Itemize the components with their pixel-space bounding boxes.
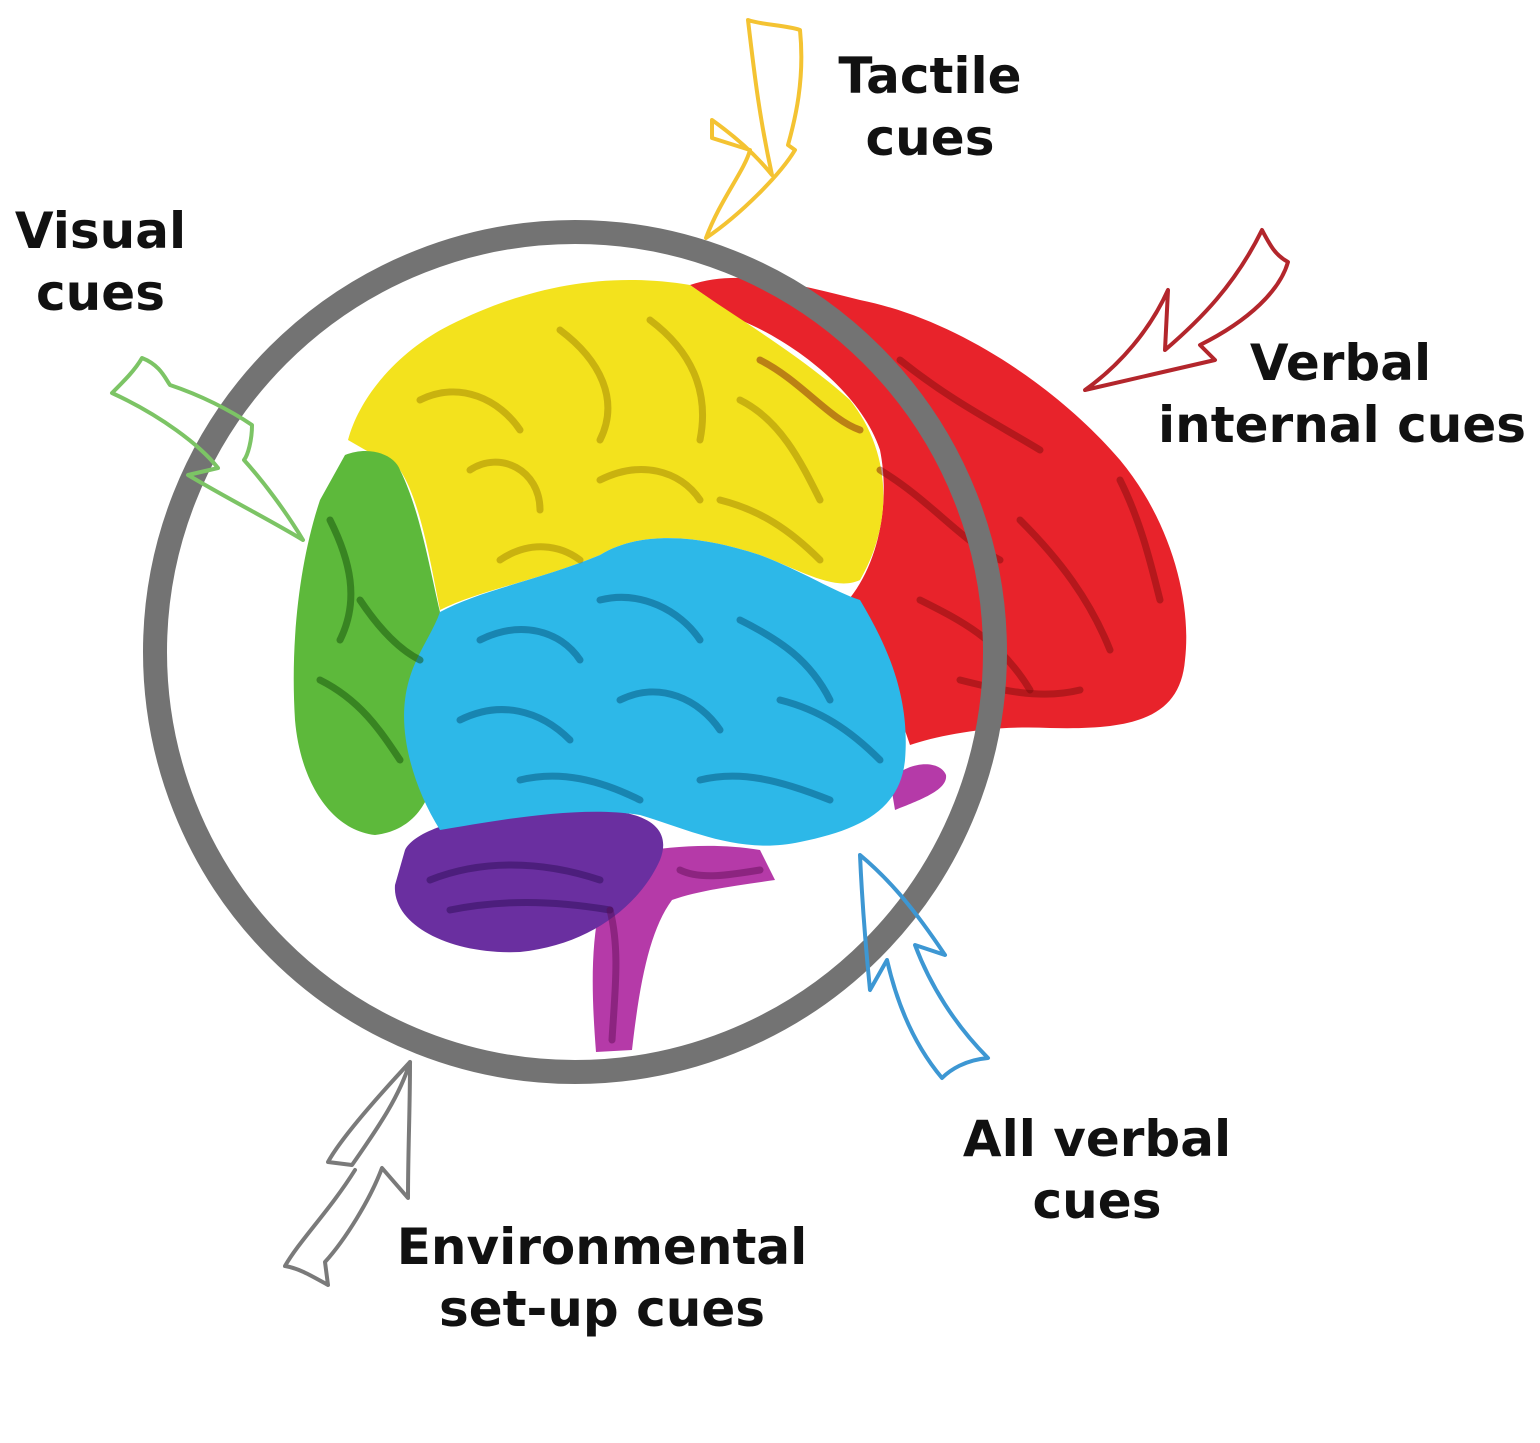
brain-fold bbox=[596, 593, 704, 644]
brain-fold bbox=[356, 596, 424, 664]
tactile-cues-label-line1: Tactile bbox=[838, 47, 1022, 105]
visual-cues-label-line1: Visual bbox=[14, 202, 187, 260]
brain-fold bbox=[596, 466, 704, 504]
tactile-cues-label-line2: cues bbox=[865, 109, 995, 167]
brain-fold bbox=[476, 626, 584, 664]
brain-fold bbox=[446, 899, 614, 914]
environmental-cues-label-line2: set-up cues bbox=[438, 1280, 766, 1338]
brain-fold bbox=[496, 543, 584, 564]
all-verbal-arrow-icon bbox=[858, 853, 990, 1080]
verbal-internal-cues-label: Verbal internal cues bbox=[1158, 332, 1526, 456]
all-verbal-cues-label-line1: All verbal bbox=[962, 1110, 1232, 1168]
brain-fold bbox=[516, 772, 644, 804]
brain-fold bbox=[956, 676, 1084, 698]
brain-fold bbox=[426, 861, 604, 884]
environmental-set-up-cues-label: Environmental set-up cues bbox=[392, 1216, 812, 1340]
brain-fold bbox=[466, 458, 544, 514]
brain-illustration bbox=[293, 277, 1187, 1052]
cerebellum-region bbox=[394, 809, 664, 953]
parietal-lobe-region bbox=[348, 279, 884, 610]
brain-fold bbox=[416, 388, 524, 434]
focus-circle bbox=[143, 220, 1007, 1084]
brain-fold bbox=[556, 326, 612, 444]
visual-cues-label-line2: cues bbox=[36, 264, 165, 322]
occipital-lobe-region bbox=[293, 450, 440, 835]
brain-fold bbox=[1016, 516, 1114, 654]
brainstem-region bbox=[592, 764, 947, 1052]
all-verbal-cues-label: All verbal cues bbox=[962, 1108, 1232, 1232]
brain-fold bbox=[716, 496, 824, 564]
environmental-arrow-icon bbox=[283, 1060, 412, 1287]
tactile-arrow-icon bbox=[704, 18, 804, 240]
brain-fold bbox=[676, 866, 764, 880]
verbal-internal-arrow-icon bbox=[1083, 228, 1290, 392]
brain-fold bbox=[456, 706, 574, 744]
verbal-internal-cues-label-line1: Verbal bbox=[1249, 334, 1432, 392]
visual-cues-label: Visual cues bbox=[8, 200, 193, 324]
brain-fold bbox=[736, 396, 824, 504]
brain-fold bbox=[616, 688, 724, 734]
all-verbal-cues-label-line2: cues bbox=[1032, 1172, 1162, 1230]
brain-fold bbox=[916, 596, 1034, 694]
brain-fold bbox=[316, 676, 404, 764]
brain-fold bbox=[326, 516, 355, 644]
brain-fold bbox=[696, 772, 834, 804]
temporal-lobe-region bbox=[404, 538, 906, 846]
brain-fold bbox=[756, 356, 864, 434]
brain-fold bbox=[1116, 476, 1164, 604]
brain-fold bbox=[736, 616, 834, 704]
tactile-cues-label: Tactile cues bbox=[835, 45, 1025, 169]
brain-fold bbox=[896, 356, 1044, 454]
verbal-internal-cues-label-line2: internal cues bbox=[1158, 396, 1526, 454]
frontal-lobe-region bbox=[690, 277, 1187, 745]
visual-arrow-icon bbox=[110, 356, 305, 542]
environmental-cues-label-line1: Environmental bbox=[396, 1218, 808, 1276]
brain-fold bbox=[646, 316, 707, 444]
brain-fold bbox=[776, 696, 884, 764]
brain-fold bbox=[606, 906, 620, 1044]
